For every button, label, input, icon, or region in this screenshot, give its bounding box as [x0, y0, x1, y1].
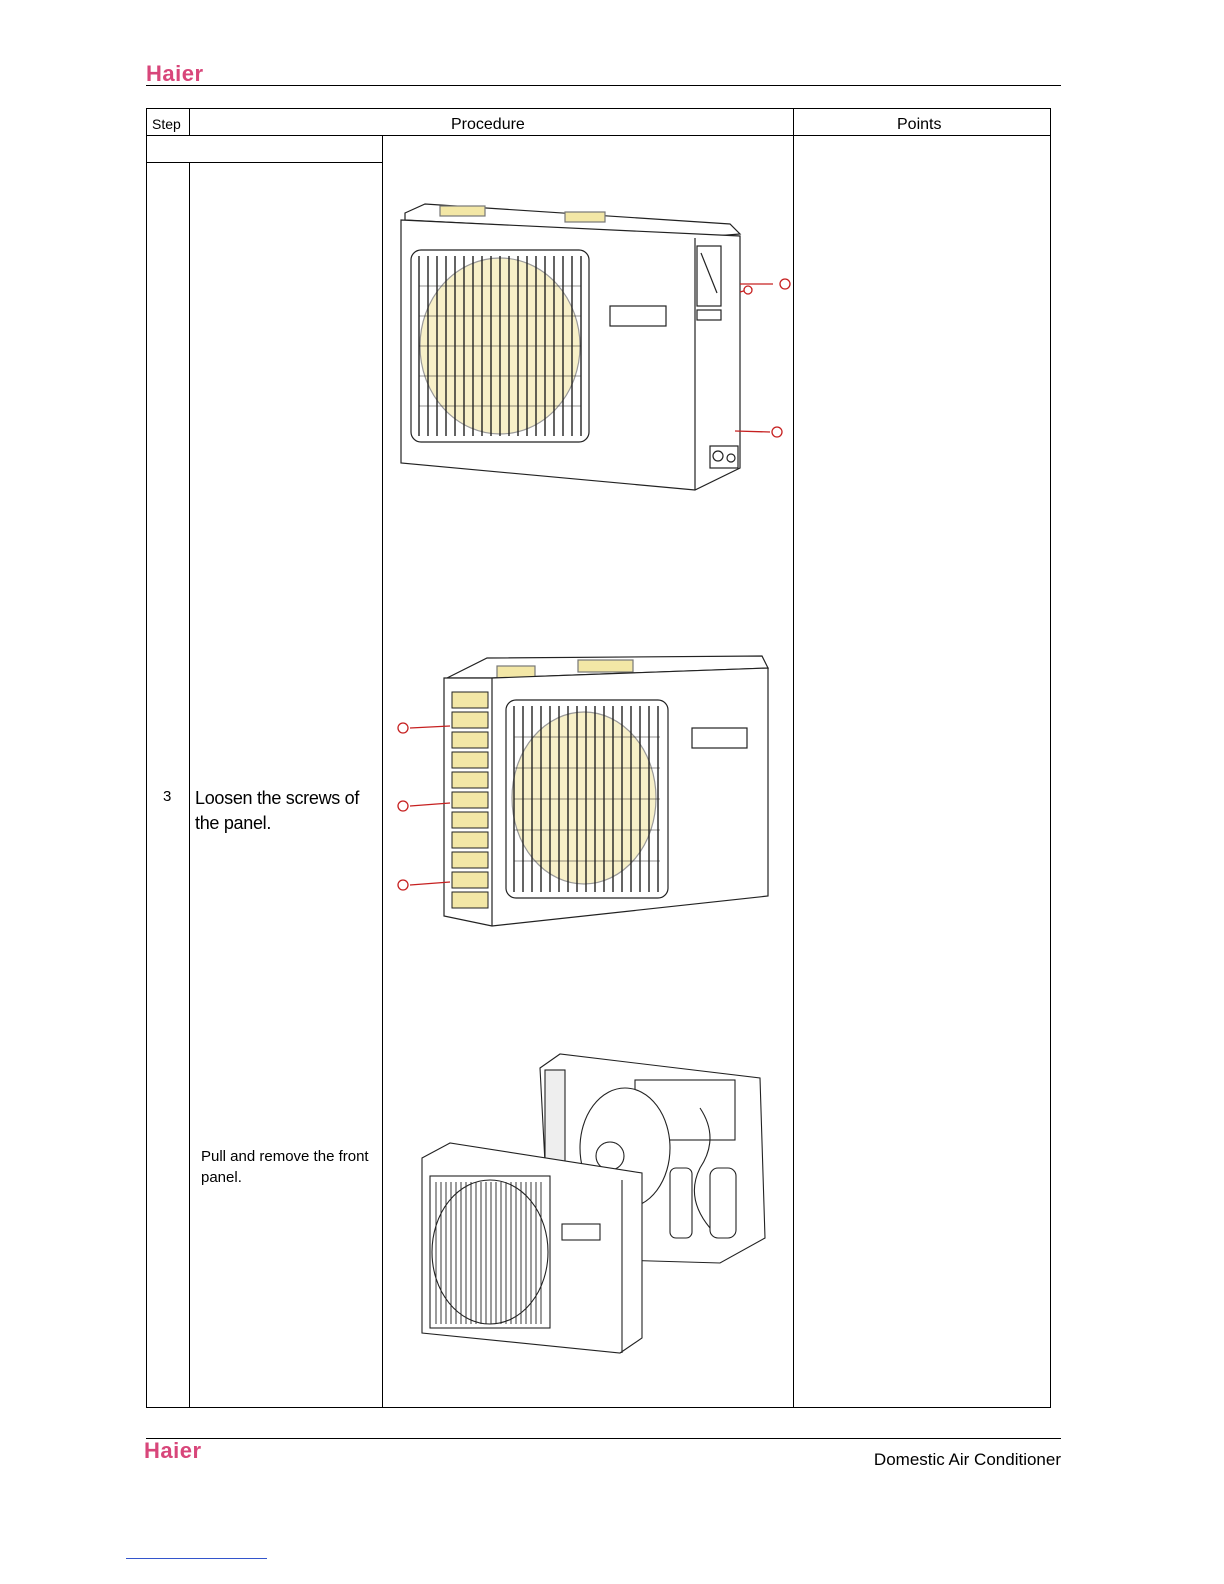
footer-title: Domestic Air Conditioner	[874, 1450, 1061, 1470]
footer-rule	[146, 1438, 1061, 1439]
column-header-procedure: Procedure	[451, 116, 525, 134]
outdoor-unit-front-panel-removed-diagram	[410, 1048, 775, 1358]
step-instruction-loosen-screws: Loosen the screws of the panel.	[195, 786, 375, 836]
step-instruction-remove-panel: Pull and remove the front panel.	[201, 1146, 371, 1188]
column-header-step: Step	[152, 116, 181, 132]
header-rule	[146, 85, 1061, 86]
footer-underline	[126, 1558, 267, 1559]
haier-footer-logo: Haier	[144, 1438, 202, 1464]
outdoor-unit-rear-side-screws-diagram	[395, 198, 795, 498]
column-header-points: Points	[897, 116, 941, 134]
outdoor-unit-front-side-screws-diagram	[392, 648, 777, 933]
step-number: 3	[163, 788, 171, 805]
haier-logo: Haier	[146, 61, 204, 87]
